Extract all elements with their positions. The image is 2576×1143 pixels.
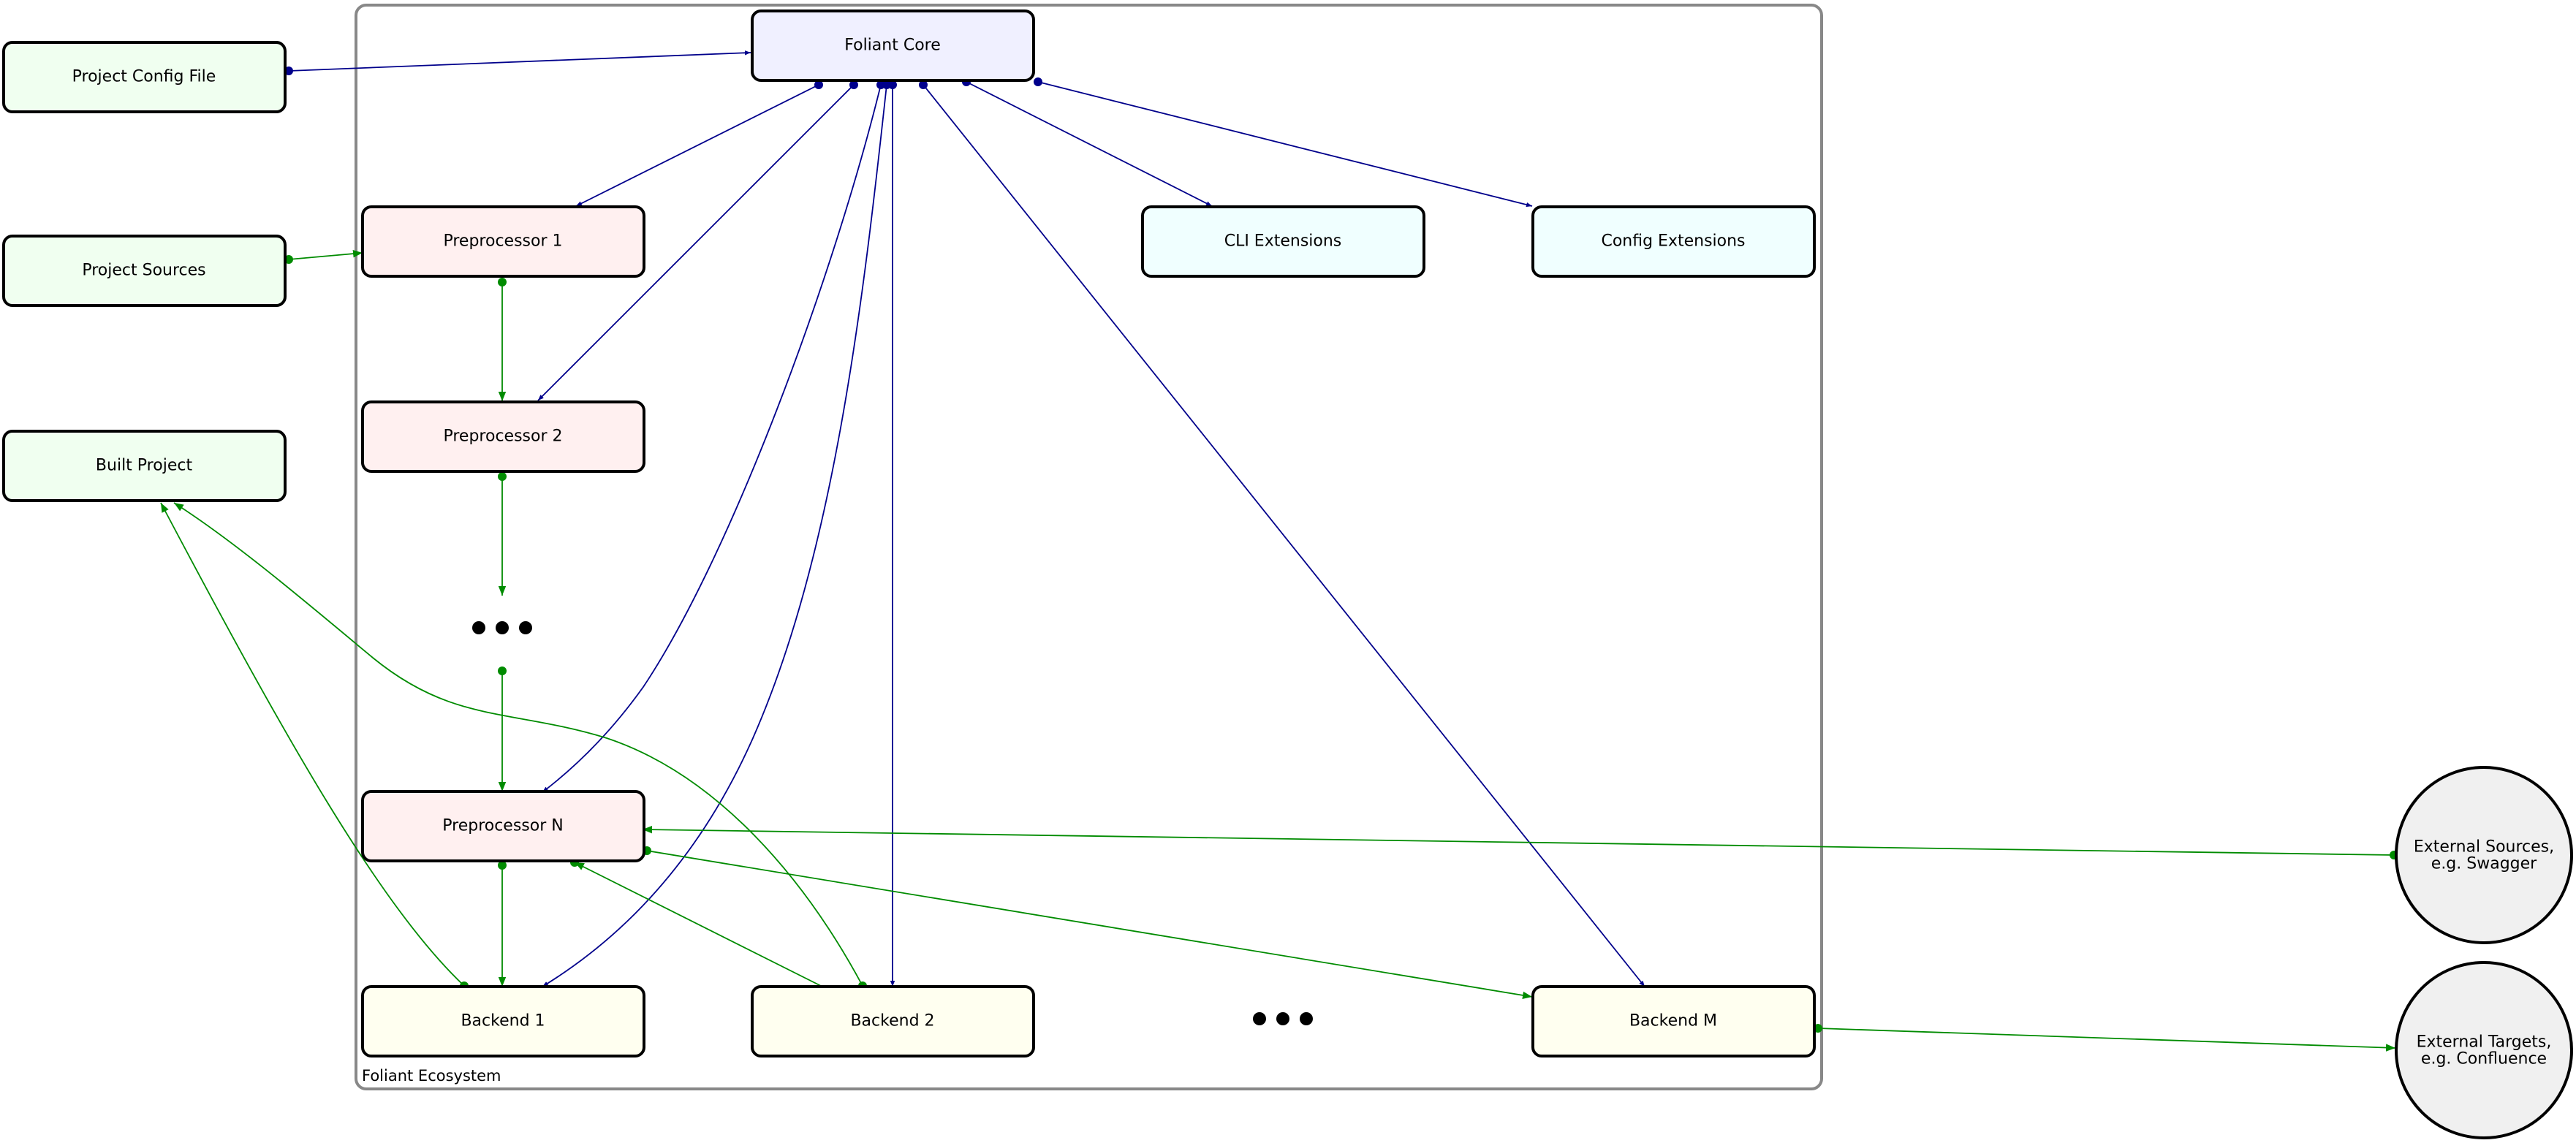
- foliant-core-label: Foliant Core: [844, 37, 941, 55]
- backend-m-node[interactable]: Backend M: [1531, 985, 1816, 1057]
- backends-ellipsis: [1253, 1012, 1313, 1025]
- edge-backend-1-to-built-project: [160, 502, 465, 987]
- preprocessor-2-node[interactable]: Preprocessor 2: [361, 400, 645, 473]
- edge-sources-to-preprocessor-1: [288, 249, 363, 260]
- edge-core-to-preprocessor-2: [537, 84, 855, 401]
- backend-1-label: Backend 1: [461, 1012, 545, 1030]
- project-config-label: Project Config File: [72, 68, 216, 86]
- edge-core-to-config-extensions: [1037, 81, 1533, 208]
- backend-2-label: Backend 2: [850, 1012, 934, 1030]
- preprocessor-1-node[interactable]: Preprocessor 1: [361, 205, 645, 278]
- cli-extensions-label: CLI Extensions: [1224, 232, 1342, 251]
- external-targets-label-line1: External Targets,: [2417, 1033, 2552, 1052]
- edge-backend-2-to-built-project: [173, 502, 863, 987]
- edge-core-to-preprocessor-1: [575, 84, 819, 207]
- edge-core-to-cli-extensions: [966, 81, 1213, 207]
- preprocessors-ellipsis: [472, 621, 532, 634]
- edge-preprocessor-n-to-backend-2: [574, 862, 823, 987]
- flow-edges: [160, 249, 2398, 1052]
- external-sources-label-line2: e.g. Swagger: [2431, 855, 2537, 873]
- core-edges: [284, 50, 1645, 987]
- foliant-core-node[interactable]: Foliant Core: [751, 10, 1035, 82]
- preprocessor-1-label: Preprocessor 1: [443, 232, 562, 251]
- backend-1-node[interactable]: Backend 1: [361, 985, 645, 1057]
- edge-core-to-backend-m: [923, 84, 1645, 987]
- foliant-ecosystem-label: Foliant Ecosystem: [362, 1067, 501, 1085]
- backend-m-label: Backend M: [1629, 1012, 1717, 1030]
- edge-backend-m-to-external-targets: [1817, 1028, 2396, 1052]
- preprocessor-2-label: Preprocessor 2: [443, 428, 562, 446]
- edge-core-to-backend-1: [542, 84, 887, 987]
- cli-extensions-node[interactable]: CLI Extensions: [1141, 205, 1425, 278]
- built-project-node[interactable]: Built Project: [2, 430, 287, 502]
- preprocessor-n-node[interactable]: Preprocessor N: [361, 790, 645, 862]
- built-project-label: Built Project: [96, 457, 193, 475]
- external-sources-label-line1: External Sources,: [2414, 838, 2554, 857]
- project-sources-label: Project Sources: [82, 262, 205, 280]
- config-extensions-label: Config Extensions: [1601, 232, 1745, 251]
- external-targets-node[interactable]: External Targets, e.g. Confluence: [2395, 961, 2573, 1139]
- edge-external-sources-to-preprocessor-n: [642, 825, 2395, 856]
- config-extensions-node[interactable]: Config Extensions: [1531, 205, 1816, 278]
- project-config-node[interactable]: Project Config File: [2, 41, 287, 113]
- external-targets-label-line2: e.g. Confluence: [2421, 1050, 2547, 1068]
- external-sources-node[interactable]: External Sources, e.g. Swagger: [2395, 766, 2573, 944]
- edge-core-to-preprocessor-n: [542, 84, 882, 793]
- foliant-ecosystem-cluster: [355, 4, 1823, 1090]
- edge-preprocessor-n-to-backend-m: [646, 850, 1533, 1000]
- backend-2-node[interactable]: Backend 2: [751, 985, 1035, 1057]
- preprocessor-n-label: Preprocessor N: [442, 817, 563, 835]
- edge-config-to-core: [288, 50, 751, 72]
- project-sources-node[interactable]: Project Sources: [2, 235, 287, 307]
